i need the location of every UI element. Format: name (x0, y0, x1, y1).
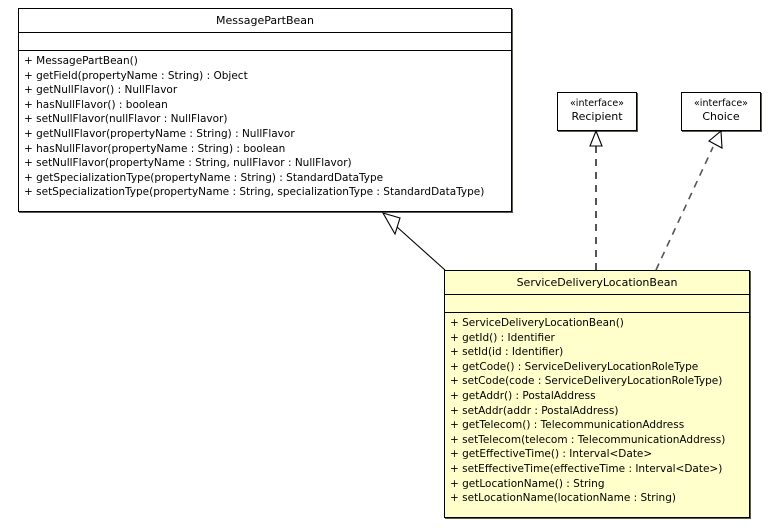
class-box-service-delivery-location-bean[interactable]: ServiceDeliveryLocationBean + ServiceDel… (444, 270, 750, 518)
generalization-arrow-to-message-part-bean (381, 212, 446, 271)
operation-row: + MessagePartBean() (24, 55, 138, 67)
interface-name-choice: Choice (702, 110, 740, 123)
class-box-message-part-bean[interactable]: MessagePartBean + MessagePartBean() + ge… (18, 8, 512, 212)
operation-row: + getNullFlavor() : NullFlavor (24, 84, 178, 97)
operation-row: + getField(propertyName : String) : Obje… (24, 69, 248, 82)
operation-row: + getCode() : ServiceDeliveryLocationRol… (450, 360, 699, 373)
operation-row: + getLocationName() : String (450, 477, 605, 490)
operation-row: + getTelecom() : TelecommunicationAddres… (450, 419, 685, 432)
operation-row: + getSpecializationType(propertyName : S… (24, 171, 384, 184)
operation-row: + hasNullFlavor() : boolean (24, 98, 168, 111)
operation-row: + getNullFlavor(propertyName : String) :… (24, 127, 295, 140)
class-name-message-part-bean: MessagePartBean (19, 9, 511, 33)
operation-row: + setSpecializationType(propertyName : S… (24, 186, 485, 199)
class-attributes-compartment-message-part-bean (19, 33, 511, 51)
realization-arrow-to-recipient (589, 129, 603, 270)
class-operations-compartment-message-part-bean: + MessagePartBean() + getField(propertyN… (19, 51, 511, 203)
operation-row: + setTelecom(telecom : Telecommunication… (450, 433, 726, 446)
realization-arrow-to-choice (655, 129, 723, 271)
operation-row: + ServiceDeliveryLocationBean() (450, 317, 624, 329)
operation-row: + setAddr(addr : PostalAddress) (450, 404, 619, 417)
interface-name-recipient: Recipient (571, 110, 623, 123)
operation-row: + hasNullFlavor(propertyName : String) :… (24, 142, 286, 155)
operation-row: + setLocationName(locationName : String) (450, 492, 676, 505)
interface-box-recipient[interactable]: «interface» Recipient (557, 92, 637, 131)
operation-row: + getEffectiveTime() : Interval<Date> (450, 448, 653, 461)
interface-box-choice[interactable]: «interface» Choice (681, 92, 761, 131)
operation-row: + setNullFlavor(nullFlavor : NullFlavor) (24, 113, 228, 126)
operation-row: + setEffectiveTime(effectiveTime : Inter… (450, 462, 723, 475)
operation-row: + setNullFlavor(propertyName : String, n… (24, 157, 352, 170)
operation-row: + getAddr() : PostalAddress (450, 389, 596, 402)
class-name-service-delivery-location-bean: ServiceDeliveryLocationBean (445, 271, 749, 295)
interface-stereotype-recipient: «interface» (570, 98, 624, 109)
interface-stereotype-choice: «interface» (694, 98, 748, 109)
operation-row: + setCode(code : ServiceDeliveryLocation… (450, 375, 723, 388)
operation-row: + setId(id : Identifier) (450, 346, 564, 359)
operation-row: + getId() : Identifier (450, 331, 555, 344)
class-attributes-compartment-service-delivery-location-bean (445, 295, 749, 313)
class-operations-compartment-service-delivery-location-bean: + ServiceDeliveryLocationBean() + getId(… (445, 313, 749, 509)
